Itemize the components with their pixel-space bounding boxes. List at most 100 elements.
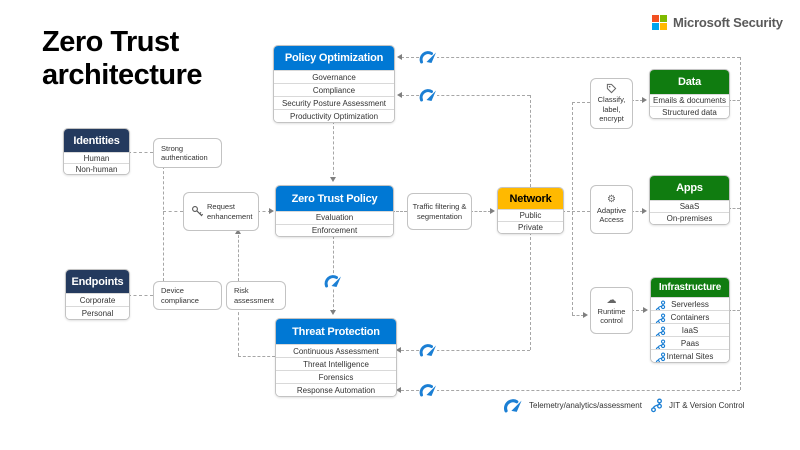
box-row: Threat Intelligence (276, 357, 396, 370)
connector-classify-label-encrypt: Classify, label, encrypt (590, 78, 633, 129)
arrow-into-apps (642, 207, 647, 214)
box-infrastructure: Infrastructure Serverless Containers Iaa… (650, 277, 730, 363)
legend-telemetry: Telemetry/analytics/assessment (503, 398, 642, 413)
box-threat-protection: Threat Protection Continuous Assessment … (275, 318, 397, 397)
line-risk-to-request (238, 235, 239, 281)
legend-telemetry-label: Telemetry/analytics/assessment (529, 401, 642, 410)
telemetry-icon (419, 343, 437, 357)
arrow-into-request-bottom (234, 229, 241, 234)
tag-icon (606, 84, 617, 94)
box-zero-trust-policy: Zero Trust Policy Evaluation Enforcement (275, 185, 394, 237)
line-endpoints-devicecompliance (128, 295, 153, 296)
connector-traffic-filtering: Traffic filtering & segmentation (407, 193, 472, 230)
box-row: Human (64, 152, 129, 163)
connector-device-compliance: Device compliance (153, 281, 222, 310)
line-threat-to-risk (238, 356, 275, 357)
arrow-into-data (642, 96, 647, 103)
line-classify-runtime-bus (572, 102, 573, 315)
arrow-into-ztp-top (329, 177, 336, 182)
line-strongauth-devicecompliance (163, 166, 164, 281)
box-row: IaaS (651, 323, 729, 339)
box-title: Data (650, 70, 729, 94)
arrow-into-ztp (269, 207, 274, 214)
line-data-rightbus (728, 100, 740, 101)
connector-label: Request enhancement (207, 202, 253, 221)
connector-request-enhancement: Request enhancement (183, 192, 259, 231)
box-row: Non-human (64, 163, 129, 174)
box-row: Public (498, 209, 563, 221)
connector-label: Device compliance (161, 286, 199, 305)
connector-risk-assessment: Risk assessment (226, 281, 286, 310)
box-row: On-premises (650, 212, 729, 224)
box-row: Productivity Optimization (274, 109, 394, 122)
line-jog-runtime (572, 315, 584, 316)
jit-version-control-icon (655, 352, 666, 362)
box-row: Enforcement (276, 223, 393, 236)
box-row: Serverless (651, 297, 729, 313)
line-telemetry-policyopt-mid (401, 95, 530, 96)
box-row: Continuous Assessment (276, 344, 396, 357)
box-row: Private (498, 221, 563, 233)
box-row: SaaS (650, 200, 729, 212)
arrow-into-policyopt-mid (397, 91, 402, 98)
box-row: Security Posture Assessment (274, 96, 394, 109)
telemetry-icon (419, 50, 437, 64)
box-row-label: Internal Sites (666, 351, 714, 361)
jit-version-control-icon (650, 398, 663, 413)
line-apps-rightbus (728, 208, 740, 209)
telemetry-icon (419, 88, 437, 102)
connector-runtime-control: ☁ Runtime control (590, 287, 633, 334)
box-title: Infrastructure (651, 278, 729, 297)
box-row-label: Paas (680, 338, 700, 348)
box-row-label: IaaS (681, 325, 699, 335)
line-telemetry-continuous-assessment (401, 350, 530, 351)
microsoft-logo-icon (652, 15, 667, 30)
line-telemetry-policyopt-top (401, 57, 740, 58)
arrow-into-continuous-assessment (396, 346, 401, 353)
connector-label: Risk assessment (234, 286, 275, 305)
box-apps: Apps SaaS On-premises (649, 175, 730, 225)
connector-label: Classify, label, encrypt (597, 95, 626, 124)
line-identities-strongauth (128, 152, 153, 153)
line-network-policyopt (530, 95, 531, 187)
line-ztp-traffic (392, 211, 407, 212)
box-row: Evaluation (276, 211, 393, 224)
line-adaptive-apps (631, 211, 643, 212)
box-row: Corporate (66, 293, 129, 306)
line-risk-down (238, 307, 239, 356)
line-infra-rightbus (728, 310, 740, 311)
box-row-label: Containers (670, 312, 710, 322)
box-title: Network (498, 188, 563, 209)
box-identities: Identities Human Non-human (63, 128, 130, 175)
line-to-request-enhancement (163, 211, 183, 212)
line-network-adaptive (562, 211, 590, 212)
box-row-label: Serverless (671, 299, 709, 309)
box-title: Endpoints (66, 270, 129, 293)
logo-text: Microsoft Security (673, 15, 783, 30)
box-row: Emails & documents (650, 94, 729, 106)
arrow-into-response-automation (396, 386, 401, 393)
box-title: Policy Optimization (274, 46, 394, 70)
arrow-into-runtime (583, 311, 588, 318)
arrow-into-infrastructure (643, 306, 648, 313)
arrow-into-network (490, 207, 495, 214)
connector-label: Traffic filtering & segmentation (412, 202, 467, 221)
line-runtime-infrastructure (631, 310, 644, 311)
line-right-telemetry-bus (740, 57, 741, 390)
telemetry-icon (419, 383, 437, 397)
box-row: Containers (651, 310, 729, 326)
box-title: Threat Protection (276, 319, 396, 344)
microsoft-security-logo: Microsoft Security (652, 15, 783, 30)
line-network-threat (530, 232, 531, 350)
box-row: Personal (66, 306, 129, 319)
line-jog-classify (572, 102, 590, 103)
connector-label: Adaptive Access (596, 205, 627, 224)
box-row: Response Automation (276, 383, 396, 396)
box-row: Internal Sites (651, 349, 729, 362)
cloud-icon: ☁ (606, 294, 617, 306)
box-title: Identities (64, 129, 129, 152)
telemetry-icon (324, 274, 342, 288)
arrow-into-policyopt-top (397, 53, 402, 60)
connector-label: Strong authentication (161, 143, 208, 162)
arrow-into-threat-top (329, 310, 336, 315)
